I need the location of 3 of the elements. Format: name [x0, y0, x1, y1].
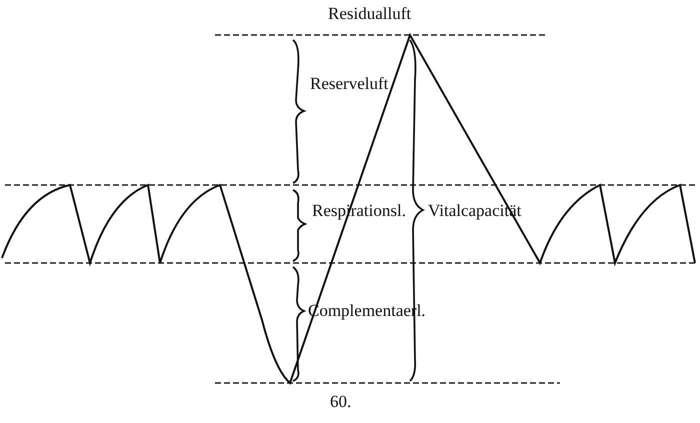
volume-label: Reserveluft: [310, 74, 388, 94]
figure-number: 60.: [330, 392, 352, 412]
volume-label: Residualluft: [328, 4, 412, 24]
